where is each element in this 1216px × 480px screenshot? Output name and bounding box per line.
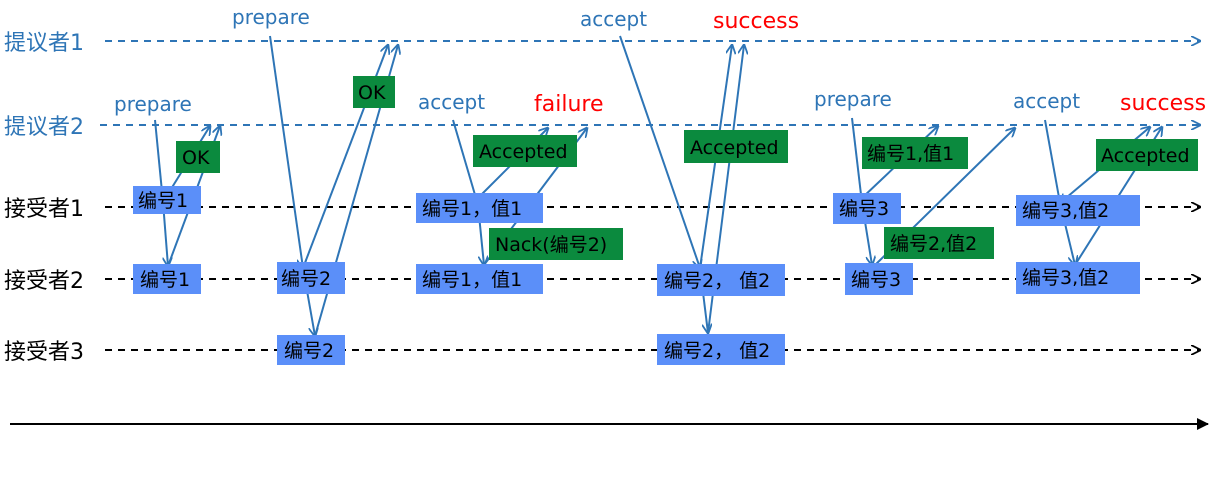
response-accepted-1: Accepted [479, 141, 568, 163]
label-accept-3: accept [1013, 89, 1080, 113]
label-prepare-3: prepare [814, 87, 892, 111]
proposer1-label: 提议者1 [4, 31, 84, 56]
state-a2-n1: 编号1 [140, 269, 190, 291]
response-n2v2: 编号2,值2 [890, 233, 977, 255]
state-a2-n3v2: 编号3,值2 [1022, 267, 1109, 289]
arrow-p2-accept-a1 [452, 119, 478, 205]
label-accept-2: accept [580, 7, 647, 31]
label-prepare-1: prepare [114, 92, 192, 116]
acceptor3-label: 接受者3 [4, 340, 84, 365]
response-accepted-2: Accepted [690, 137, 779, 159]
state-boxes: 编号1 编号1 编号2 编号2 编号1，值1 编号1，值1 编号2， 值2 编号… [133, 186, 1140, 365]
label-accept-1: accept [418, 90, 485, 114]
acceptor1-label: 接受者1 [4, 197, 84, 222]
state-a2-n2: 编号2 [281, 268, 331, 290]
label-failure: failure [534, 92, 604, 117]
state-a1-n1v1: 编号1，值1 [422, 198, 522, 220]
state-a3-n2v2: 编号2， 值2 [664, 340, 770, 362]
response-nack: Nack(编号2) [495, 234, 607, 256]
arrow-p1-accept-a2 [619, 35, 700, 268]
state-a2-n1v1: 编号1，值1 [422, 269, 522, 291]
response-ok-2: OK [358, 82, 386, 104]
arrow-p2-accept3-a1 [1044, 119, 1060, 203]
state-a3-n2: 编号2 [284, 340, 334, 362]
response-boxes: OK OK Accepted Nack(编号2) Accepted 编号1,值1… [176, 76, 1198, 260]
label-success-1: success [713, 9, 799, 34]
arrow-p1-prepare-a2 [269, 35, 303, 268]
acceptor2-label: 接受者2 [4, 269, 84, 294]
response-n1v1: 编号1,值1 [867, 143, 954, 165]
arrow-p2-prepare3-a1 [851, 117, 862, 203]
label-success-2: success [1120, 91, 1206, 116]
state-a2-n3: 编号3 [851, 269, 901, 291]
state-a1-n3v2: 编号3,值2 [1022, 200, 1109, 222]
state-a2-n2v2: 编号2， 值2 [664, 270, 770, 292]
state-a1-n1: 编号1 [138, 190, 188, 212]
label-prepare-2: prepare [232, 5, 310, 29]
response-accepted-3: Accepted [1101, 145, 1190, 167]
proposer2-label: 提议者2 [4, 115, 84, 140]
state-a1-n3: 编号3 [839, 198, 889, 220]
response-ok-1: OK [182, 147, 210, 169]
